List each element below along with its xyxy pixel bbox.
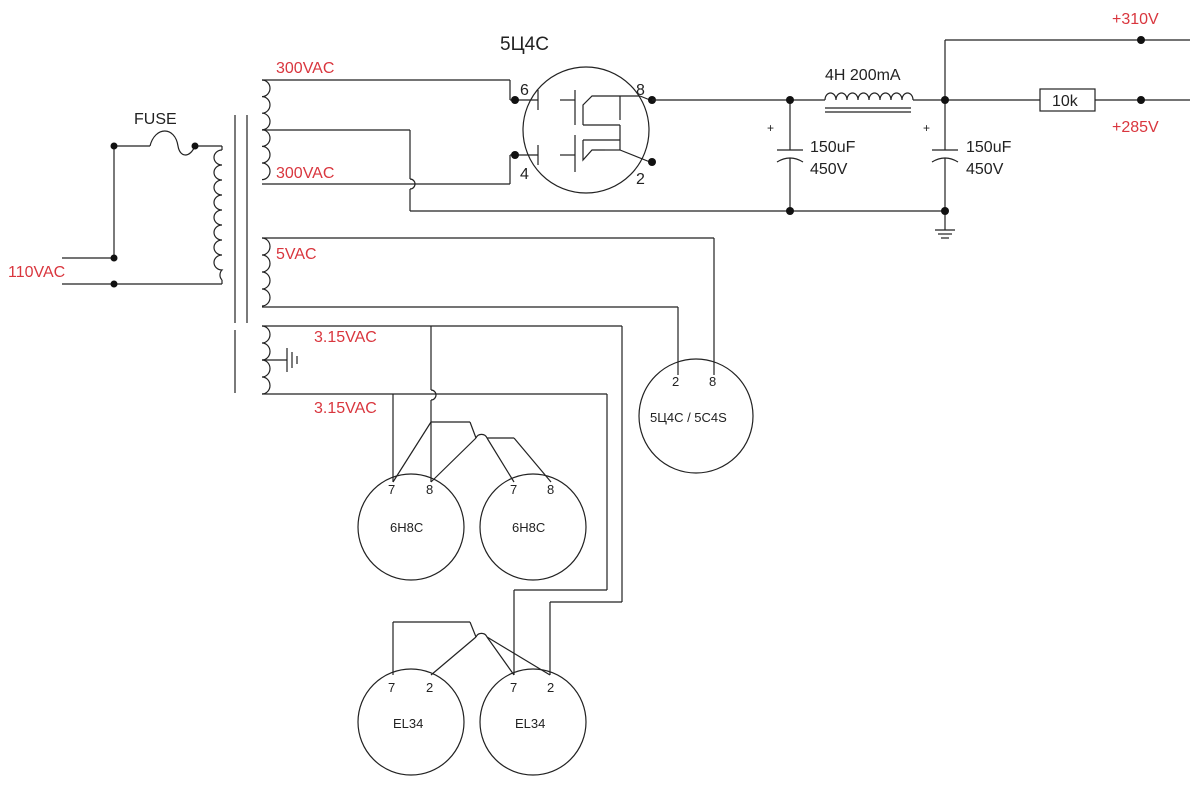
pin-label: 6	[520, 82, 529, 99]
junction-dot	[191, 142, 199, 150]
hv-bottom-label: 300VAC	[276, 165, 334, 182]
rectifier-heater-label: 5VAC	[276, 246, 317, 263]
preamp-tube-2: 7 8 6Н8С	[479, 473, 587, 581]
tube-name: 6Н8С	[512, 520, 545, 535]
rectifier-heater-coil	[261, 237, 271, 307]
junction-dot	[110, 142, 118, 150]
cap1-value: 150uF	[810, 139, 856, 156]
junction-dot	[941, 96, 949, 104]
socket-name: 5Ц4С / 5С4S	[650, 410, 727, 425]
rectifier-tube: 5Ц4С 6 4 8 2	[500, 34, 656, 194]
rectifier-filament	[582, 139, 620, 162]
tube-name: EL34	[393, 716, 423, 731]
choke-coil	[824, 92, 914, 101]
socket-pin-label: 8	[709, 374, 716, 389]
tube-pin-label: 2	[547, 680, 554, 695]
cap2-polarity: +	[923, 121, 930, 135]
preamp-tube-1: 7 8 6Н8С	[357, 473, 465, 581]
tube-pin-label: 8	[426, 482, 433, 497]
hv-top-label: 300VAC	[276, 60, 334, 77]
pin-dot	[511, 96, 519, 104]
junction-dot	[110, 254, 118, 262]
junction-dot	[786, 96, 794, 104]
mains-input: 110VAC FUSE	[8, 111, 223, 288]
output-terminal	[1137, 36, 1145, 44]
cap1-voltage: 450V	[810, 161, 848, 178]
tube-pin-label: 7	[510, 482, 517, 497]
cap2-value: 150uF	[966, 139, 1012, 156]
cap2-voltage: 450V	[966, 161, 1004, 178]
out-low-label: +285V	[1112, 119, 1159, 136]
rectifier-socket	[638, 358, 754, 474]
hv-wiring	[262, 79, 945, 212]
tube-name: EL34	[515, 716, 545, 731]
pin-dot	[648, 158, 656, 166]
power-tube-2: 7 2 EL34	[479, 668, 587, 776]
rectifier-heater-wiring: 2 8 5Ц4С / 5С4S	[262, 237, 754, 474]
tube-pin-label: 7	[388, 482, 395, 497]
tube-name: 6Н8С	[390, 520, 423, 535]
fuse-symbol	[149, 130, 196, 156]
resistor-label: 10k	[1052, 93, 1079, 110]
rectifier-envelope	[522, 66, 650, 194]
cap1-polarity: +	[767, 121, 774, 135]
output-terminal	[1137, 96, 1145, 104]
tube-pin-label: 7	[388, 680, 395, 695]
junction-dot	[110, 280, 118, 288]
choke-label: 4H 200mA	[825, 67, 901, 84]
junction-dot	[786, 207, 794, 215]
tube-pin-label: 2	[426, 680, 433, 695]
heater-b-label: 3.15VAC	[314, 400, 377, 417]
input-voltage-label: 110VAC	[8, 264, 65, 281]
tube-pin-label: 8	[547, 482, 554, 497]
pin-dot	[511, 151, 519, 159]
tube-pin-label: 7	[510, 680, 517, 695]
rectifier-filament	[582, 95, 620, 126]
pin-label: 4	[520, 166, 529, 183]
pin-label: 2	[636, 171, 645, 188]
fuse-label: FUSE	[134, 111, 177, 128]
junction-dot	[941, 207, 949, 215]
heater-wiring	[262, 325, 623, 676]
out-high-label: +310V	[1112, 11, 1159, 28]
primary-coil	[213, 149, 224, 281]
power-tube-1: 7 2 EL34	[357, 668, 465, 776]
socket-pin-label: 2	[672, 374, 679, 389]
pin-label: 8	[636, 82, 645, 99]
heater-a-label: 3.15VAC	[314, 329, 377, 346]
rectifier-title: 5Ц4С	[500, 34, 549, 55]
power-transformer: 300VAC 300VAC 5VAC 3.15VAC 3.15VAC	[213, 60, 377, 417]
filter-network: 4H 200mA + 150uF 450V + 150uF 450V 10k +…	[652, 11, 1190, 239]
